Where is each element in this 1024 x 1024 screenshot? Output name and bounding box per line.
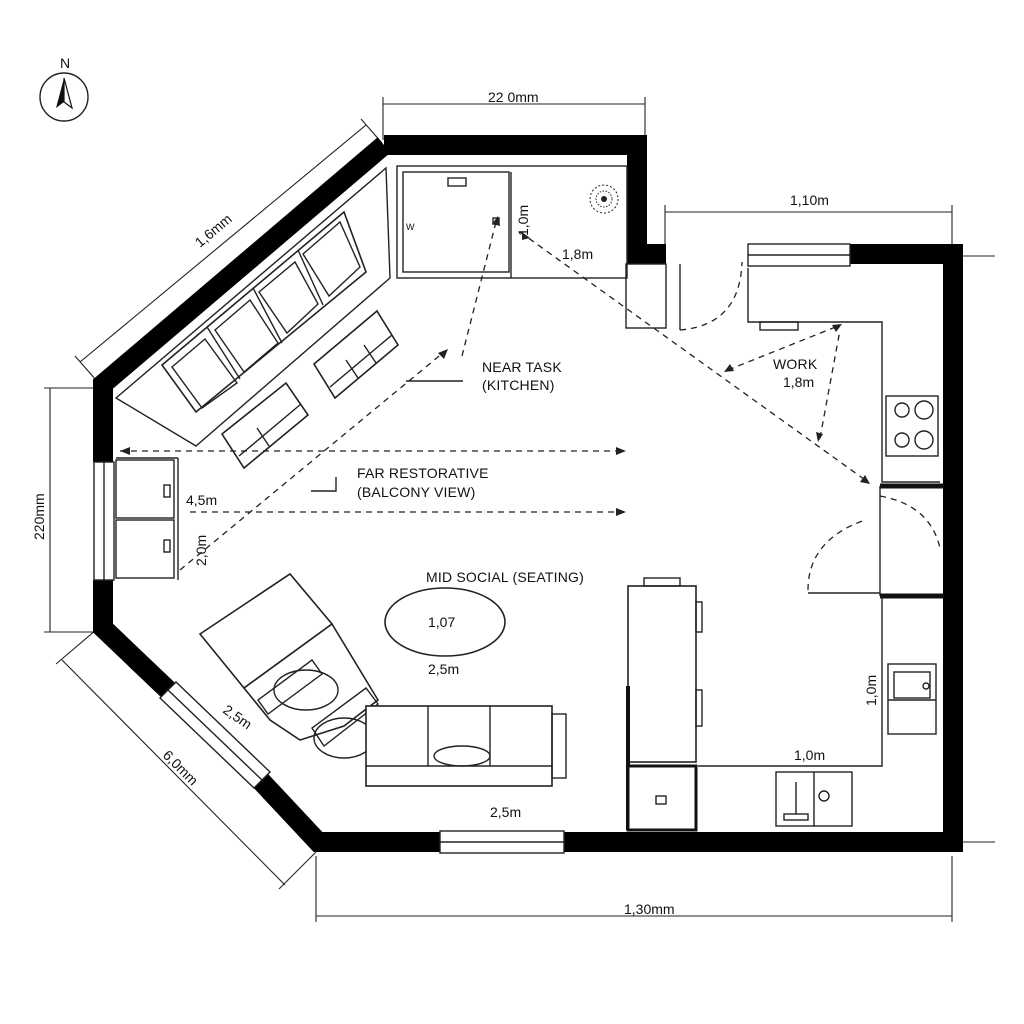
dim-top-right: 1,10m bbox=[790, 192, 829, 208]
window-left bbox=[93, 461, 115, 581]
dimension-lines bbox=[44, 97, 995, 922]
dim-left-vertical: 2,0m bbox=[193, 535, 209, 566]
outer-wall-bottom bbox=[564, 244, 963, 852]
outer-wall-lower-diagonal bbox=[251, 772, 440, 852]
zone-near-subtitle: (KITCHEN) bbox=[482, 377, 555, 393]
window-mark: W bbox=[406, 222, 415, 232]
sofa-l-shaped bbox=[198, 572, 567, 787]
dim-sofa-diagonal: 2,5m bbox=[220, 701, 255, 732]
outer-wall bbox=[384, 135, 666, 264]
compass-label: N bbox=[60, 55, 70, 71]
sink-icon-right bbox=[887, 663, 937, 735]
dim-top: 22 0mm bbox=[488, 89, 539, 105]
dim-bottom-sofa: 2,5m bbox=[490, 804, 521, 820]
zone-work-title: WORK bbox=[773, 356, 818, 372]
zone-mid-title: MID SOCIAL (SEATING) bbox=[426, 569, 584, 585]
north-arrow-icon: N bbox=[39, 55, 89, 122]
door-right bbox=[807, 483, 944, 599]
window-bottom bbox=[439, 830, 565, 854]
zone-near-title: NEAR TASK bbox=[482, 359, 562, 375]
cooktop-icon bbox=[885, 395, 939, 457]
balcony-area: W bbox=[396, 165, 628, 279]
plant-icon bbox=[589, 184, 619, 214]
dim-far-distance: 4,5m bbox=[186, 492, 217, 508]
zone-work-distance: 1,8m bbox=[783, 374, 814, 390]
kitchen-counter bbox=[747, 268, 940, 483]
dim-right-wall: 1,0m bbox=[863, 675, 879, 706]
zone-far-subtitle: (BALCONY VIEW) bbox=[357, 484, 475, 500]
kitchen-lower-counter bbox=[698, 596, 937, 827]
dim-lower-left-diagonal: 6,0mm bbox=[160, 747, 202, 789]
dim-kitchen-diagonal: 1,8m bbox=[562, 246, 593, 262]
zone-far-title: FAR RESTORATIVE bbox=[357, 465, 489, 481]
pantry-box bbox=[626, 764, 698, 832]
dim-left: 220mm bbox=[31, 493, 47, 540]
bay-window bbox=[114, 166, 391, 447]
coffee-table: 1,07 bbox=[384, 587, 506, 657]
kitchen-island bbox=[626, 577, 703, 830]
dim-sink-area: 1,0m bbox=[794, 747, 825, 763]
dim-upper-left-diagonal: 1,6mm bbox=[192, 211, 235, 251]
window-top-right bbox=[747, 243, 851, 267]
sight-lines bbox=[120, 216, 870, 571]
outer-wall-left bbox=[93, 137, 391, 462]
dim-bottom: 1,30mm bbox=[624, 901, 675, 917]
table-value: 1,07 bbox=[428, 614, 455, 630]
dim-window-vertical: 1,0m bbox=[515, 205, 531, 236]
armchair-lower bbox=[220, 381, 310, 470]
dim-table-below: 2,5m bbox=[428, 661, 459, 677]
window-lower-diagonal bbox=[158, 681, 272, 789]
door-top bbox=[625, 261, 743, 331]
armchair-upper bbox=[312, 309, 400, 400]
sink-icon-bottom bbox=[775, 771, 853, 827]
outer-wall-left-lower bbox=[93, 580, 175, 698]
cabinet-left bbox=[115, 457, 179, 580]
